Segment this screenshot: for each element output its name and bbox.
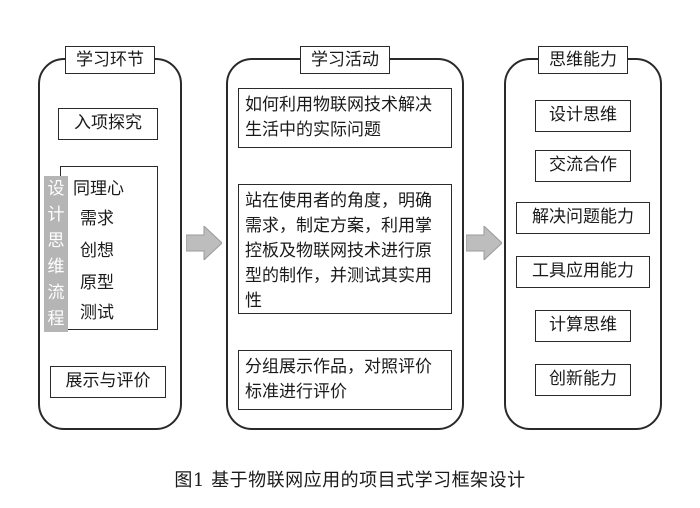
figure-caption: 图1 基于物联网应用的项目式学习框架设计 [174, 470, 526, 491]
band-char: 设 [47, 179, 65, 199]
band-char: 程 [47, 309, 65, 329]
step-test: 测试 [80, 303, 114, 323]
arrow-right-icon [466, 226, 502, 260]
band-char: 维 [47, 257, 65, 277]
learning-activities-title: 学习活动 [300, 46, 390, 74]
band-char: 计 [47, 205, 65, 225]
ability-problem-solving: 解决问题能力 [516, 202, 650, 234]
ability-innovation: 创新能力 [535, 364, 631, 396]
arrow-right-icon [186, 226, 222, 260]
activity-prototype-box: 站在使用者的角度，明确需求，制定方案，利用掌控板及物联网技术进行原型的制作，并测… [238, 184, 452, 314]
design-thinking-process-band: 设 计 思 维 流 程 [44, 176, 68, 332]
ability-collaboration: 交流合作 [535, 150, 631, 182]
ability-computational-thinking: 计算思维 [535, 310, 631, 342]
step-ideation: 创想 [80, 241, 114, 261]
step-empathy: 同理心 [73, 179, 124, 199]
band-char: 思 [47, 231, 65, 251]
showcase-box: 展示与评价 [50, 366, 166, 398]
activity-problem-box: 如何利用物联网技术解决生活中的实际问题 [238, 88, 452, 148]
activity-showcase-box: 分组展示作品，对照评价标准进行评价 [238, 350, 452, 410]
inquiry-box: 入项探究 [58, 108, 158, 140]
thinking-abilities-title: 思维能力 [538, 46, 628, 74]
learning-stages-title: 学习环节 [65, 46, 155, 74]
step-needs: 需求 [80, 209, 114, 229]
ability-tool-use: 工具应用能力 [516, 256, 650, 288]
step-prototype: 原型 [80, 273, 114, 293]
ability-design-thinking: 设计思维 [535, 100, 631, 132]
design-process-box [60, 166, 158, 330]
band-char: 流 [47, 283, 65, 303]
